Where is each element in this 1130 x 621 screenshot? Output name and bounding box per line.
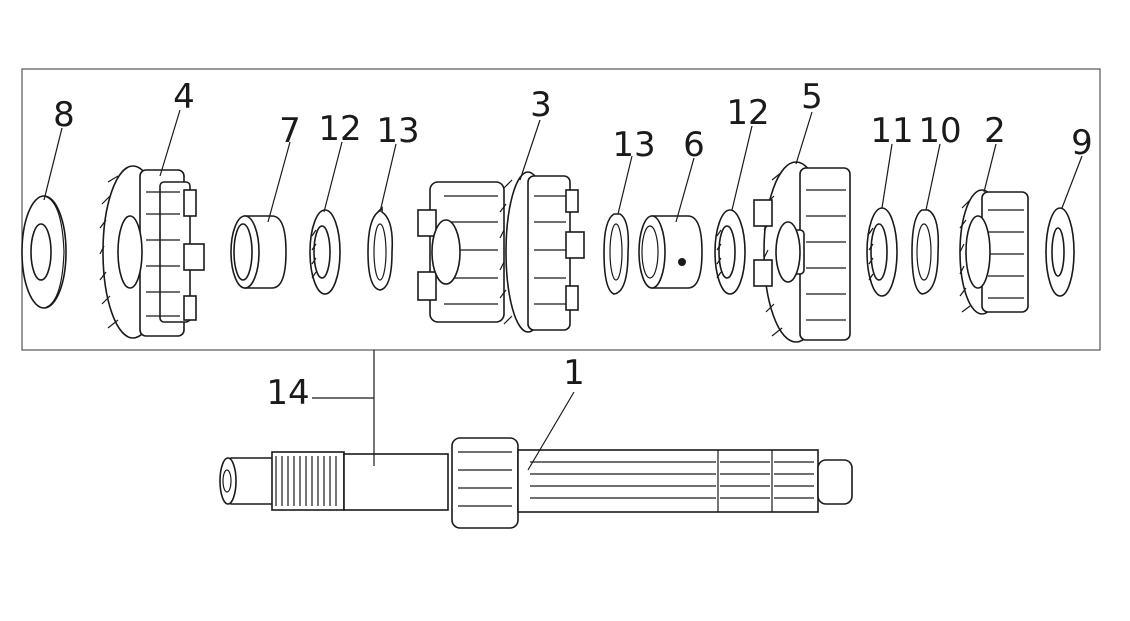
part-9-washer (1045, 207, 1075, 297)
part-5-gear (753, 161, 851, 343)
part-12b-splined-washer (714, 209, 746, 295)
callout-12a: 12 (318, 109, 361, 149)
part-13b-circlip (603, 213, 630, 295)
callout-13b: 13 (612, 125, 655, 165)
part-12a-splined-washer (309, 209, 341, 295)
part-3-double-gear (417, 171, 585, 333)
callout-2: 2 (984, 111, 1006, 151)
part-1-shaft (219, 437, 853, 529)
callout-9: 9 (1071, 123, 1093, 163)
callout-8: 8 (53, 95, 75, 135)
callout-1: 1 (563, 353, 585, 393)
part-8-washer (21, 195, 67, 309)
leader-lines (43, 109, 1083, 471)
part-6-bushing (638, 215, 703, 289)
callout-4: 4 (173, 77, 195, 117)
part-11-splined-washer (866, 207, 898, 297)
part-7-bushing (230, 215, 287, 289)
callout-11: 11 (870, 111, 913, 151)
callout-14: 14 (266, 373, 309, 413)
callout-10: 10 (918, 111, 961, 151)
callouts: 8 4 7 12 13 3 13 6 12 5 11 10 2 9 14 1 (53, 77, 1093, 413)
part-13a-circlip (367, 206, 394, 291)
assembly-frame (21, 68, 1101, 351)
callout-6: 6 (683, 125, 705, 165)
callout-5: 5 (801, 77, 823, 117)
part-10-circlip (911, 209, 940, 295)
callout-12b: 12 (726, 93, 769, 133)
part-2-gear (959, 189, 1029, 315)
callout-7: 7 (279, 111, 301, 151)
part-4-gear (99, 165, 205, 339)
callout-3: 3 (530, 85, 552, 125)
callout-13a: 13 (376, 111, 419, 151)
